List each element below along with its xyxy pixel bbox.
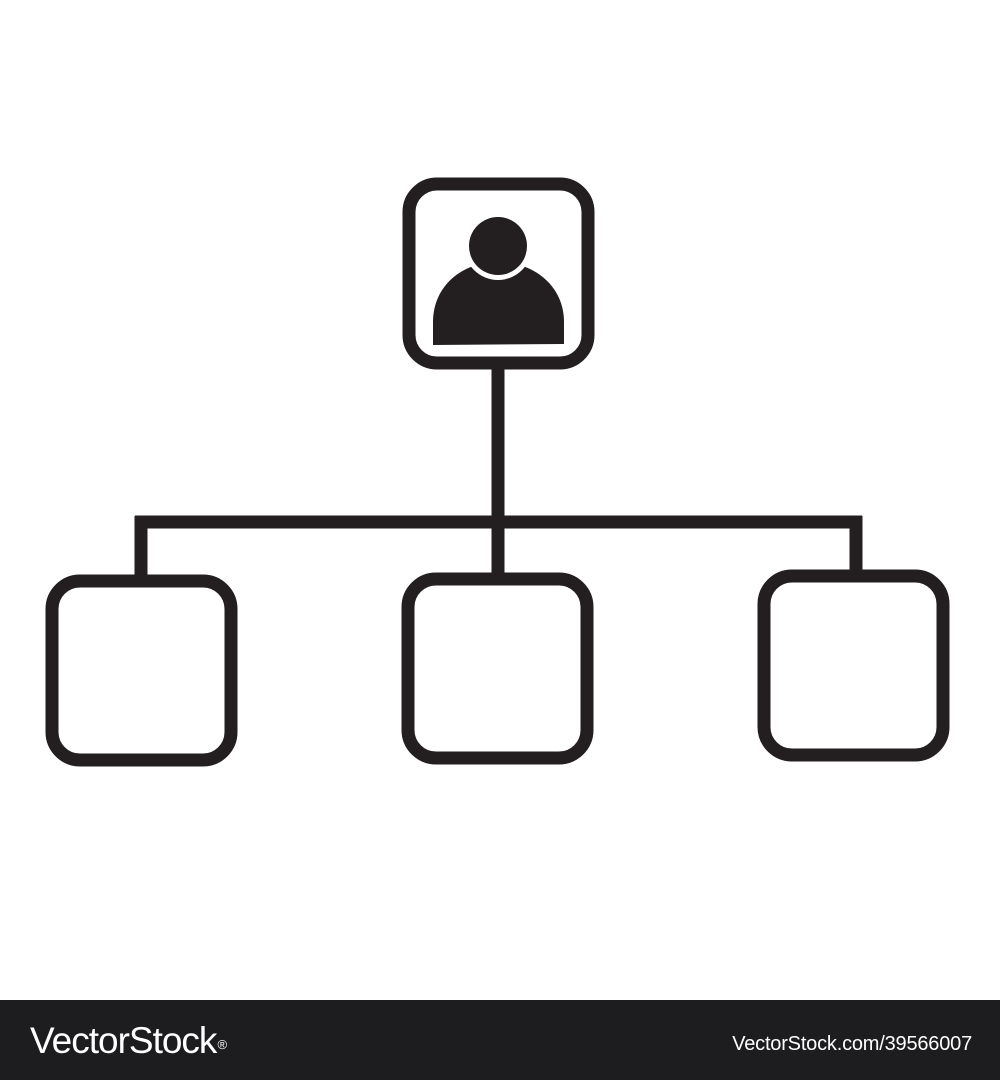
child-node-box-2 — [401, 572, 594, 765]
org-chart-svg — [45, 177, 950, 767]
brand-name: VectorStock — [30, 1020, 217, 1061]
watermark-footer: VectorStock® VectorStock.com/39566007 — [0, 1000, 1000, 1080]
image-id-text: VectorStock.com/39566007 — [732, 1033, 972, 1055]
org-chart-diagram — [45, 177, 950, 767]
vectorstock-logo: VectorStock® — [30, 1019, 227, 1063]
person-icon — [433, 212, 564, 345]
person-icon-body — [433, 262, 564, 345]
person-icon-head — [469, 217, 527, 275]
child-node-box-3 — [757, 569, 950, 762]
child-node-box-1 — [45, 574, 238, 767]
registered-mark: ® — [217, 1037, 227, 1052]
